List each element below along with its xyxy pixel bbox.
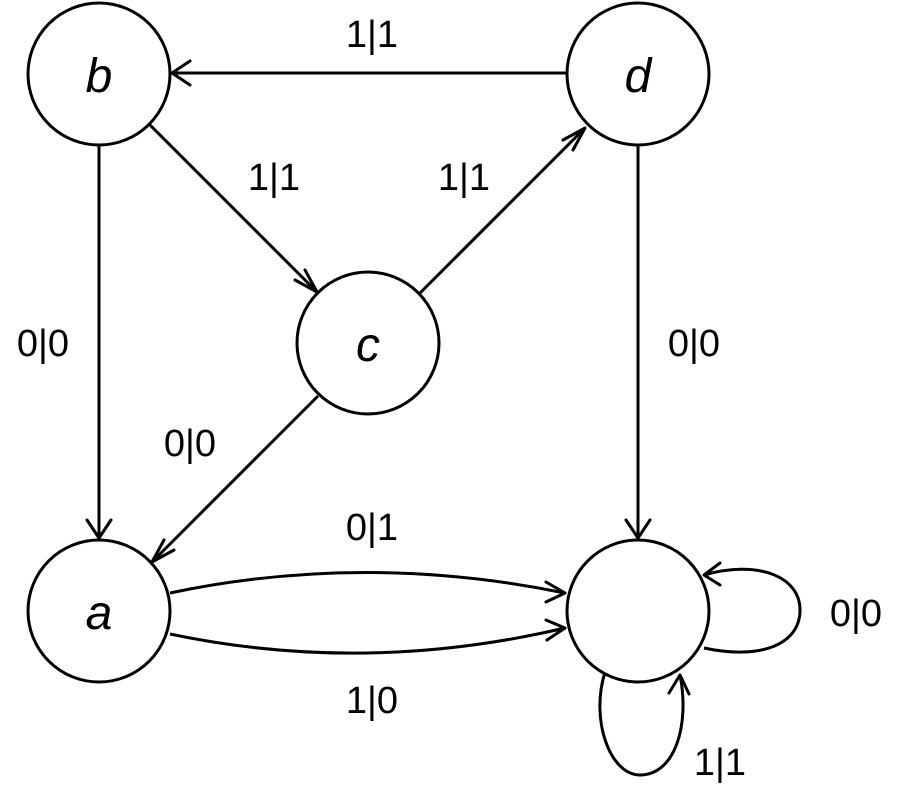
edge-label-b-to-a: 0|0 bbox=[17, 323, 69, 365]
edge-label-d-to-b: 1|1 bbox=[346, 14, 398, 56]
edge-d-to-sink bbox=[624, 145, 652, 540]
edge-b-to-a bbox=[85, 145, 113, 540]
node-b: b bbox=[26, 1, 172, 147]
arrowhead-icon bbox=[544, 618, 567, 642]
edge-d-to-b bbox=[170, 59, 567, 87]
arrowhead-icon bbox=[544, 580, 567, 604]
edge-label-sink-self-right: 0|0 bbox=[830, 593, 882, 635]
edge-label-d-to-sink: 0|0 bbox=[668, 323, 720, 365]
node-a: a bbox=[26, 538, 172, 684]
arrowhead-icon bbox=[667, 673, 691, 696]
arrowhead-icon bbox=[561, 126, 587, 152]
edge-label-c-to-d: 1|1 bbox=[438, 157, 490, 199]
edge-b-to-c bbox=[148, 123, 319, 294]
arrowhead-icon bbox=[170, 59, 192, 87]
node-a-label: a bbox=[86, 587, 113, 640]
edge-label-b-to-c: 1|1 bbox=[248, 157, 300, 199]
node-d-label: d bbox=[625, 50, 653, 103]
edge-sink-self-right bbox=[702, 561, 802, 654]
edge-a-to-sink-bottom bbox=[169, 618, 567, 655]
edge-c-to-a bbox=[150, 394, 320, 564]
edge-label-a-to-sink-top: 0|1 bbox=[346, 507, 398, 549]
node-unnamed bbox=[565, 538, 711, 684]
node-c: c bbox=[295, 270, 441, 416]
edge-c-to-d bbox=[418, 126, 587, 295]
edge-sink-self-bottom bbox=[598, 671, 691, 777]
arrowhead-icon bbox=[85, 518, 113, 540]
node-c-label: c bbox=[356, 319, 380, 372]
edge-label-a-to-sink-bottom: 1|0 bbox=[346, 680, 398, 722]
arrowhead-icon bbox=[624, 518, 652, 540]
edge-label-c-to-a: 0|0 bbox=[164, 423, 216, 465]
node-d: d bbox=[565, 1, 711, 147]
arrowhead-icon bbox=[702, 561, 722, 587]
node-b-label: b bbox=[86, 50, 113, 103]
edge-a-to-sink-top bbox=[169, 571, 567, 604]
edge-label-sink-self-bottom: 1|1 bbox=[694, 742, 746, 784]
